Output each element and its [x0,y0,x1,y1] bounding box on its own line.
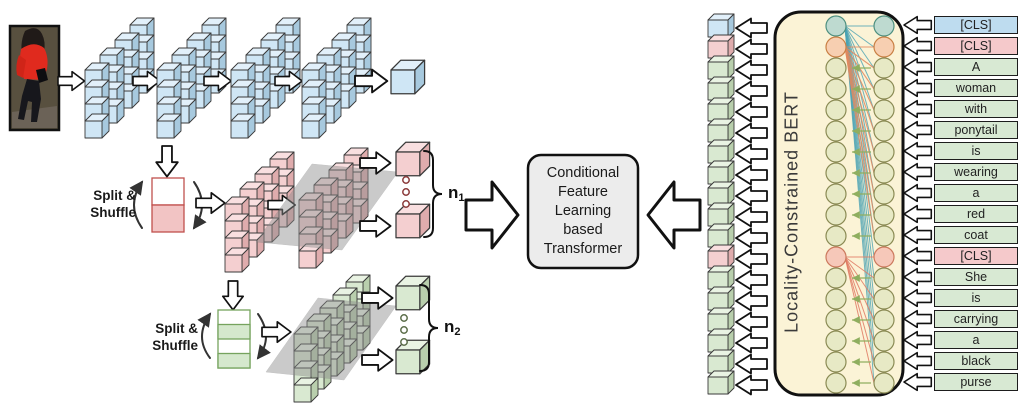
input-person-photo [8,24,61,132]
arrows-tokens-to-bert [903,15,933,392]
split-shuffle-label-green: Split & Shuffle [152,321,198,353]
n2-label: n2 [444,317,461,338]
split-shuffle-label-pink: Split & Shuffle [90,188,136,220]
bert-attention-lines [844,25,875,387]
token-word: She [934,268,1018,286]
token-word: with [934,100,1018,118]
split-shuffle-pink-box [129,177,207,233]
global-feature-cube [390,59,426,95]
token-cls-sentence2: [CLS] [934,247,1018,265]
token-word: red [934,205,1018,223]
token-word: a [934,331,1018,349]
bert-input-nodes [873,15,895,394]
green-output-features [395,275,439,375]
token-cls-sentence1: [CLS] [934,37,1018,55]
bert-output-nodes [825,15,847,394]
token-word: coat [934,226,1018,244]
token-word: purse [934,373,1018,391]
arrow-visual-to-transformer [464,180,520,250]
token-cls-image: [CLS] [934,16,1018,34]
token-word: is [934,289,1018,307]
token-word: A [934,58,1018,76]
token-word: a [934,184,1018,202]
token-word: woman [934,79,1018,97]
split-shuffle-green-box [197,309,271,369]
arrow-text-to-transformer [646,180,702,250]
slice-plane-green [265,297,397,381]
token-word: carrying [934,310,1018,328]
bert-title: Locality-Constrained BERT [781,91,802,333]
token-word: ponytail [934,121,1018,139]
arrows-bert-to-embeddings [735,17,768,396]
token-word: wearing [934,163,1018,181]
transformer-box-label: Conditional Feature Learning based Trans… [543,164,623,258]
pink-output-features [395,141,443,239]
transformer-box [526,153,640,270]
bert-output-embeddings [707,13,735,395]
token-word: black [934,352,1018,370]
token-word: is [934,142,1018,160]
n1-label: n1 [448,183,465,204]
